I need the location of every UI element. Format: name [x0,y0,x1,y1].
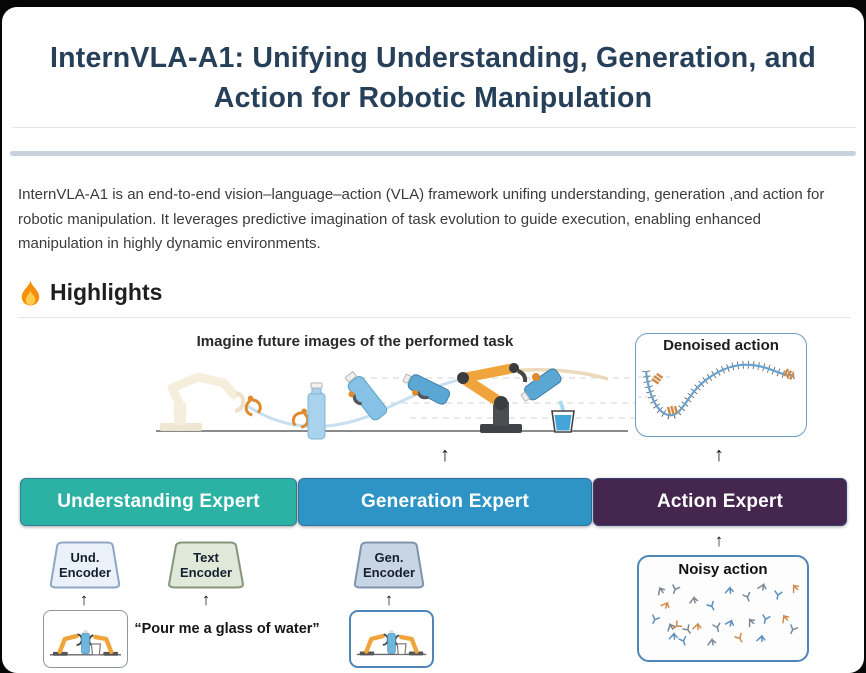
ghost-robot-arm [160,372,246,431]
action-expert-label: Action Expert [656,491,784,512]
denoised-action-title: Denoised action [663,337,779,354]
gen-encoder-label-line2: Encoder [362,565,415,580]
text-encoder: Text Encoder [166,541,246,589]
content-card: InternVLA-A1: Unifying Understanding, Ge… [2,7,864,673]
divider-under-heading [18,317,850,318]
gen-encoder: Gen. Encoder [352,541,426,589]
instruction-text: “Pour me a glass of water” [134,621,320,637]
text-encoder-label-line1: Text [193,549,219,565]
generation-expert-bar: Generation Expert [298,478,592,526]
up-arrow-icon: ↑ [201,590,211,609]
und-encoder-label-line1: Und. [70,549,100,565]
up-arrow-icon: ↑ [714,531,724,550]
action-expert-bar: Action Expert [593,478,847,526]
page-title-line1: InternVLA-A1: Unifying Understanding, Ge… [50,42,816,74]
divider-thin [12,127,856,128]
intro-paragraph: InternVLA-A1 is an end-to-end vision–lan… [18,186,825,252]
up-arrow-icon: ↑ [384,590,394,609]
imagine-caption: Imagine future images of the performed t… [196,333,514,350]
noisy-action-box: Noisy action [637,555,809,662]
observation-image-generation [349,610,434,668]
und-encoder-label-line2: Encoder [58,565,111,580]
page-title: InternVLA-A1: Unifying Understanding, Ge… [2,38,864,118]
page-title-line2: Action for Robotic Manipulation [213,82,653,114]
highlights-heading: Highlights [20,279,162,306]
expert-bars: Understanding Expert Generation Expert A… [2,478,864,526]
understanding-expert-label: Understanding Expert [57,491,260,512]
und-encoder: Und. Encoder [48,541,122,589]
observation-image-understanding [43,610,128,668]
bottle-upright [307,382,326,440]
understanding-expert-bar: Understanding Expert [20,478,297,526]
up-arrow-icon: ↑ [79,590,89,609]
text-encoder-label-line2: Encoder [179,565,232,580]
up-arrow-icon: ↑ [714,444,724,466]
robot-arm-pouring [457,363,575,433]
noisy-action-scatter [649,582,801,647]
denoised-action-box: Denoised action [635,333,807,437]
denoised-trajectory-plot [638,360,795,420]
imagined-task-sequence-illustration [156,363,650,440]
gripper-icon [291,408,310,429]
divider-thick [10,151,856,156]
gen-encoder-label-line1: Gen. [374,549,404,565]
cup-with-water [551,410,575,433]
generation-expert-label: Generation Expert [360,491,530,512]
gripper-icon [244,395,262,417]
gripper-waypoints [651,368,795,416]
flame-icon [21,280,40,305]
bottle-tilted-2 [402,373,451,405]
up-arrow-icon: ↑ [440,444,450,466]
noisy-action-title: Noisy action [678,561,768,578]
bottle-tilted-1 [344,371,388,421]
highlights-heading-text: Highlights [50,279,163,305]
